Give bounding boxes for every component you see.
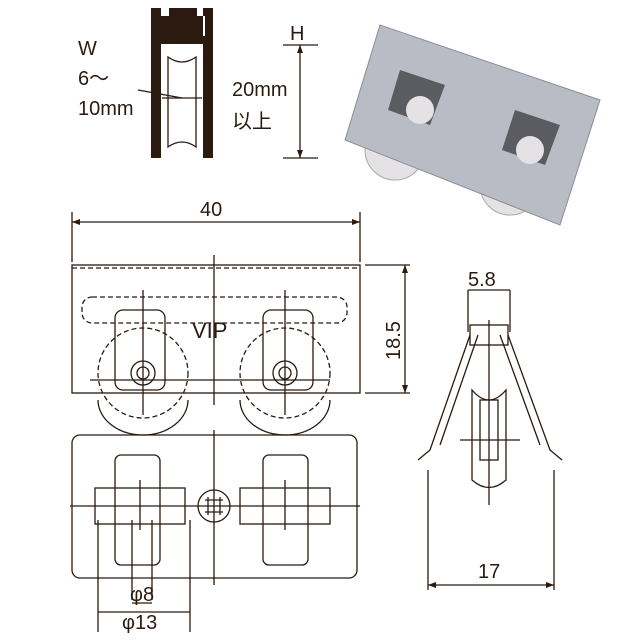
inner-diameter: φ8	[130, 584, 154, 606]
w-label: W	[78, 38, 97, 60]
h-min-value: 20mm	[232, 79, 288, 101]
product-photo	[344, 24, 601, 226]
vip-logo: VIP	[192, 318, 227, 343]
bottom-width-dimension: 17	[478, 561, 500, 583]
h-min-suffix: 以上	[232, 110, 272, 133]
w-range-start: 6～	[78, 68, 109, 90]
w-range-end: 10mm	[78, 98, 134, 120]
front-view: 40 VIP 18.5	[71, 199, 410, 436]
rail-profile: W 6～ 10mm H 20mm 以上	[78, 8, 318, 159]
width-dimension: 40	[200, 199, 222, 221]
h-label: H	[290, 23, 304, 45]
side-view: 5.8 17	[417, 269, 563, 590]
outer-diameter: φ13	[122, 612, 157, 634]
height-dimension: 18.5	[383, 321, 405, 360]
bottom-view: φ8 φ13	[70, 430, 360, 634]
top-width-dimension: 5.8	[468, 269, 496, 291]
